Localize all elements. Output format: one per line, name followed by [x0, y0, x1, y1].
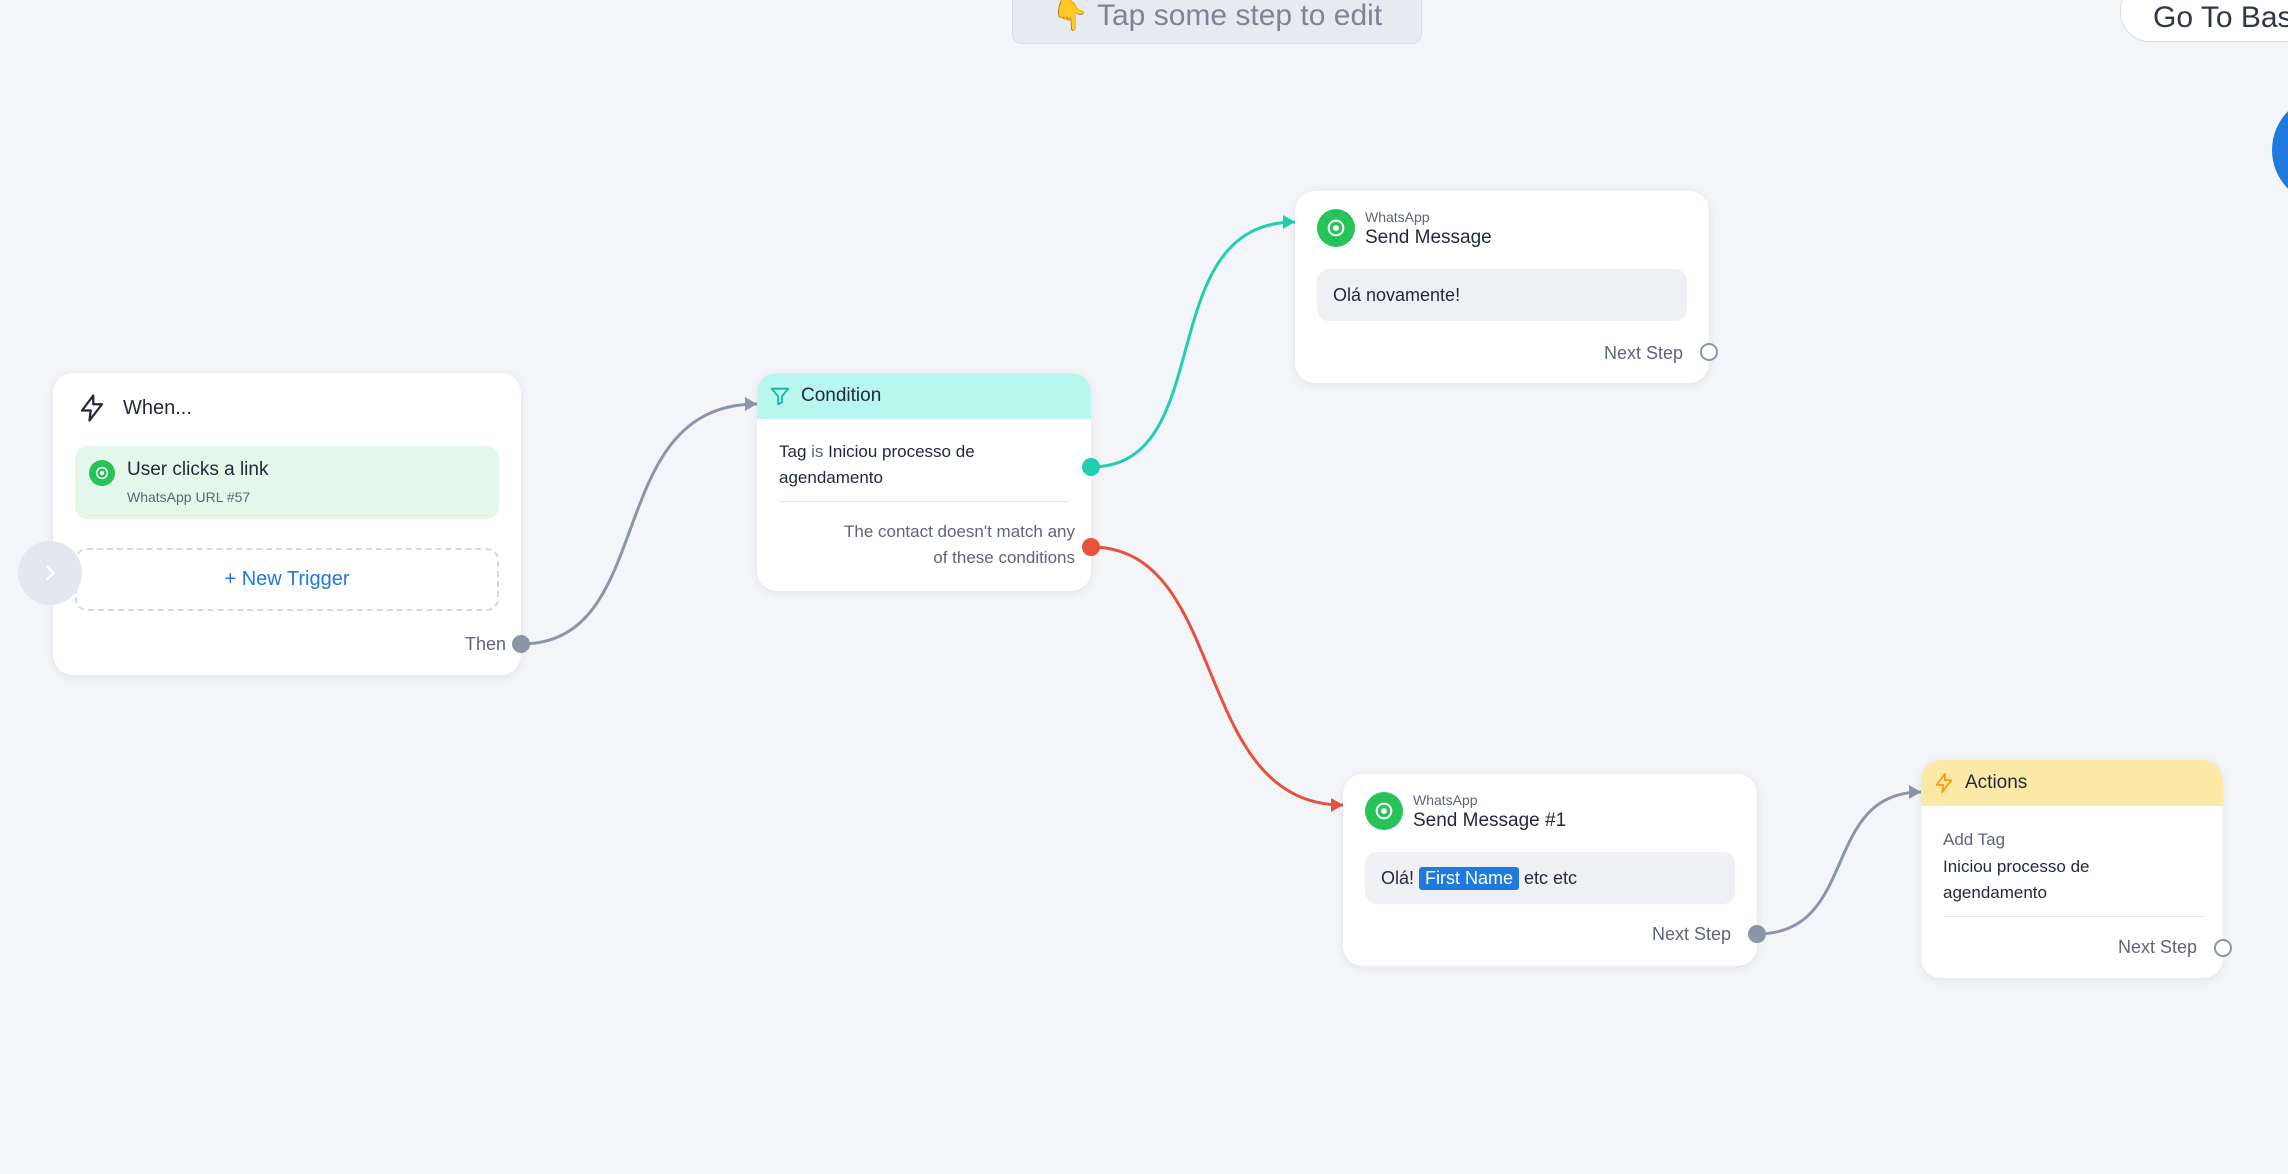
filter-icon: [770, 387, 790, 406]
message-text: Olá novamente!: [1333, 284, 1461, 305]
trigger-card[interactable]: When... User clicks a link WhatsApp URL …: [53, 373, 521, 675]
edge-arrowhead: [1331, 798, 1343, 812]
message-bubble: Olá novamente!: [1317, 269, 1687, 321]
trigger-title: When...: [123, 397, 192, 419]
action-label: Add Tag: [1943, 830, 2006, 849]
trigger-item-subtitle: WhatsApp URL #57: [127, 489, 251, 505]
condition-else-line-2: of these conditions: [933, 548, 1075, 567]
message-2-output-port[interactable]: [1748, 925, 1766, 943]
message-text-after: etc etc: [1524, 867, 1578, 888]
lightning-icon: [1935, 772, 1953, 794]
lightning-icon: [80, 394, 104, 422]
collapse-toggle[interactable]: [18, 541, 82, 605]
edge-arrowhead: [1283, 215, 1295, 229]
chevron-right-icon: [46, 565, 55, 581]
trigger-item[interactable]: User clicks a link WhatsApp URL #57: [75, 446, 499, 519]
message-title: Send Message #1: [1413, 810, 1567, 831]
condition-title: Condition: [801, 385, 882, 406]
next-step-label: Next Step: [1603, 343, 1683, 363]
go-back-label: Go To Bas: [2153, 1, 2288, 34]
send-message-card[interactable]: WhatsApp Send Message #1 Olá! First Name…: [1343, 774, 1757, 966]
condition-rule-field: Tag: [779, 442, 807, 461]
edge-condition-true: [1090, 220, 1296, 469]
edit-hint-text: 👇 Tap some step to edit: [1051, 0, 1383, 32]
edge-arrowhead: [1909, 785, 1921, 799]
go-back-button[interactable]: Go To Bas: [2120, 0, 2288, 42]
condition-divider: [779, 501, 1069, 502]
actions-header: Actions: [1921, 760, 2223, 806]
floating-action-button[interactable]: [2272, 95, 2288, 205]
first-name-variable: First Name: [1419, 866, 1520, 890]
message-bubble: Olá! First Name etc etc: [1365, 852, 1735, 904]
message-text-before: Olá!: [1381, 867, 1415, 888]
actions-output-port[interactable]: [2214, 939, 2232, 957]
message-channel: WhatsApp: [1413, 792, 1478, 808]
whatsapp-icon: [1365, 792, 1403, 830]
whatsapp-icon: [89, 460, 115, 486]
trigger-item-title: User clicks a link: [127, 459, 269, 480]
trigger-output-port[interactable]: [512, 635, 530, 653]
message-title: Send Message: [1365, 227, 1492, 248]
next-step-label: Next Step: [1651, 924, 1731, 944]
message-channel: WhatsApp: [1365, 209, 1430, 225]
condition-rule-operator: is: [811, 442, 824, 461]
edit-hint-banner: 👇 Tap some step to edit: [1012, 0, 1422, 44]
new-trigger-label: + New Trigger: [224, 568, 350, 590]
new-trigger-button[interactable]: + New Trigger: [75, 548, 499, 611]
actions-divider: [1943, 916, 2203, 917]
edge-condition-false: [1090, 545, 1344, 807]
edge-trigger-to-condition: [520, 402, 758, 646]
action-value: Iniciou processo de agendamento: [1943, 857, 2090, 902]
actions-title: Actions: [1965, 772, 2028, 793]
actions-card[interactable]: Actions Add Tag Iniciou processo de agen…: [1921, 760, 2223, 978]
send-message-card[interactable]: WhatsApp Send Message Olá novamente! Nex…: [1295, 191, 1709, 383]
condition-else-line-1: The contact doesn't match any: [844, 522, 1075, 541]
message-1-output-port[interactable]: [1700, 343, 1718, 361]
condition-header: Condition: [757, 373, 1091, 419]
condition-card[interactable]: Condition Tag is Iniciou processo de age…: [757, 373, 1091, 591]
then-label: Then: [465, 634, 507, 654]
condition-rule: Tag is Iniciou processo de agendamento: [779, 439, 1029, 491]
whatsapp-icon: [1317, 209, 1355, 247]
edge-message2-to-actions: [1756, 790, 1922, 936]
condition-else-text: The contact doesn't match any of these c…: [844, 519, 1075, 571]
condition-true-port[interactable]: [1082, 458, 1100, 476]
edge-arrowhead: [745, 397, 757, 411]
condition-false-port[interactable]: [1082, 538, 1100, 556]
next-step-label: Next Step: [2117, 937, 2197, 957]
condition-rule-value: Iniciou processo de agendamento: [779, 442, 975, 487]
